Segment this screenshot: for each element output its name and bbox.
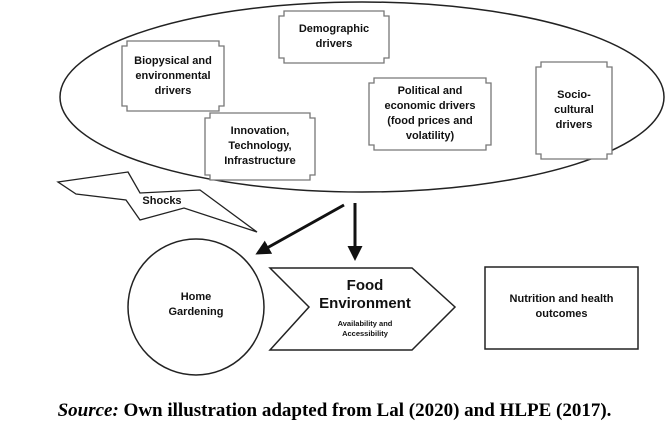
food-environment-title: Food Environment: [319, 277, 411, 312]
biophysical-drivers-box: [121, 40, 225, 112]
demographic-drivers-box: [278, 10, 390, 64]
food-environment-subtitle: Availability and Accessibility: [337, 319, 393, 338]
sociocultural-drivers-box: [535, 61, 613, 160]
innovation-drivers-label: Innovation, Technology, Infrastructure: [224, 125, 296, 167]
source-text: Own illustration adapted from Lal (2020)…: [118, 400, 612, 421]
arrow-to-home-gardening: [255, 203, 345, 255]
political-drivers-label: Political and economic drivers (food pri…: [384, 85, 476, 142]
outcomes-label: Nutrition and health outcomes: [509, 293, 614, 320]
shocks-lightning-bolt: [56, 171, 258, 233]
home-gardening-circle: [127, 238, 265, 376]
demographic-drivers-label: Demographic drivers: [298, 23, 370, 50]
innovation-drivers-box: [204, 112, 316, 181]
political-drivers-box: [368, 77, 492, 151]
outcomes-box: [484, 266, 639, 350]
sociocultural-drivers-label: Socio- cultural drivers: [554, 89, 594, 131]
shocks-label: Shocks: [142, 194, 182, 207]
source-caption: Source: Own illustration adapted from La…: [0, 400, 669, 422]
biophysical-drivers-label: Biopysical and environmental drivers: [134, 54, 212, 97]
source-label: Source:: [57, 400, 119, 421]
food-environment-chevron: [268, 267, 457, 351]
home-gardening-label: Home Gardening: [168, 291, 224, 318]
